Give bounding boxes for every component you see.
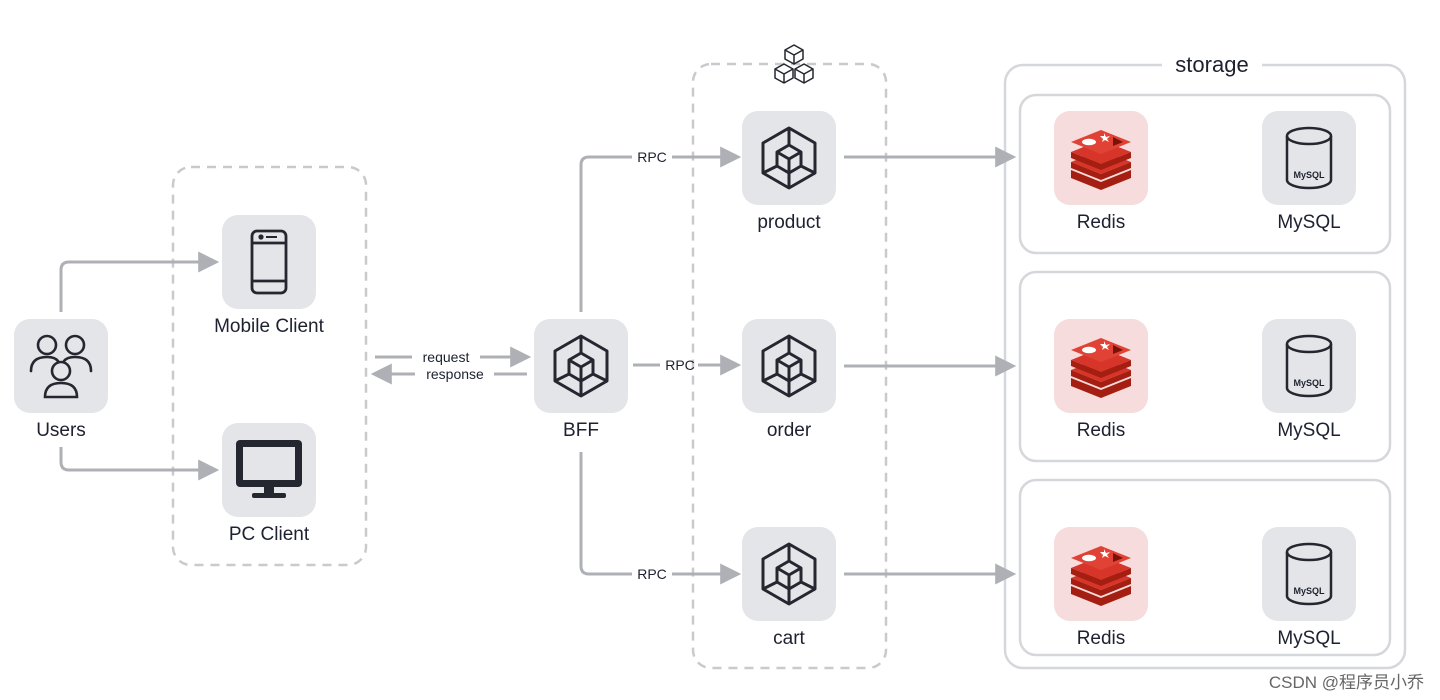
service-label-cart: cart — [773, 628, 805, 649]
storage-group-1 — [1018, 93, 1392, 255]
mysql-label-1: MySQL — [1277, 212, 1340, 233]
watermark: CSDN @程序员小乔 — [1269, 673, 1424, 692]
cubes-cluster-icon — [774, 44, 814, 84]
redis-node-1: Redis — [1054, 111, 1148, 233]
service-label-product: product — [757, 212, 821, 233]
pc-client-node: PC Client — [222, 423, 316, 545]
redis-label-2: Redis — [1077, 420, 1126, 441]
mysql-icon-text: MySQL — [1293, 378, 1325, 388]
edge-label-rpc-cart: RPC — [637, 566, 667, 582]
mysql-icon: MySQL — [1285, 542, 1333, 606]
mysql-node-3: MySQL MySQL — [1262, 527, 1356, 649]
edge-bff-product-a — [579, 155, 632, 312]
bff-label: BFF — [563, 420, 599, 441]
users-node: Users — [14, 319, 108, 441]
redis-label-3: Redis — [1077, 628, 1126, 649]
redis-node-2: Redis — [1054, 319, 1148, 441]
mysql-icon: MySQL — [1285, 334, 1333, 398]
mysql-node-1: MySQL MySQL — [1262, 111, 1356, 233]
edge-users-pc — [59, 447, 220, 481]
mysql-icon: MySQL — [1285, 126, 1333, 190]
desktop-monitor-icon — [236, 440, 302, 498]
mysql-label-3: MySQL — [1277, 628, 1340, 649]
service-label-order: order — [767, 420, 812, 441]
edge-users-mobile — [59, 251, 220, 312]
users-icon — [29, 334, 93, 399]
mysql-icon-text: MySQL — [1293, 586, 1325, 596]
storage-title: storage — [1175, 52, 1248, 77]
mobile-client-node: Mobile Client — [214, 215, 325, 337]
redis-node-3: Redis — [1054, 527, 1148, 649]
mobile-client-label: Mobile Client — [214, 316, 325, 337]
redis-label-1: Redis — [1077, 212, 1126, 233]
edge-label-request: request — [423, 349, 470, 365]
edge-label-rpc-order: RPC — [665, 357, 695, 373]
storage-group-2 — [1018, 270, 1392, 463]
storage-group-3 — [1018, 478, 1392, 657]
edge-label-response: response — [426, 366, 484, 382]
pc-client-label: PC Client — [229, 524, 310, 545]
edge-label-rpc-product: RPC — [637, 149, 667, 165]
edge-bff-cart-a — [579, 452, 632, 576]
service-node-order: order — [742, 319, 836, 441]
mysql-node-2: MySQL MySQL — [1262, 319, 1356, 441]
mysql-label-2: MySQL — [1277, 420, 1340, 441]
service-node-cart: cart — [742, 527, 836, 649]
mysql-icon-text: MySQL — [1293, 170, 1325, 180]
bff-node: BFF — [534, 319, 628, 441]
users-label: Users — [36, 420, 86, 441]
mobile-phone-icon — [250, 229, 288, 295]
service-node-product: product — [742, 111, 836, 233]
